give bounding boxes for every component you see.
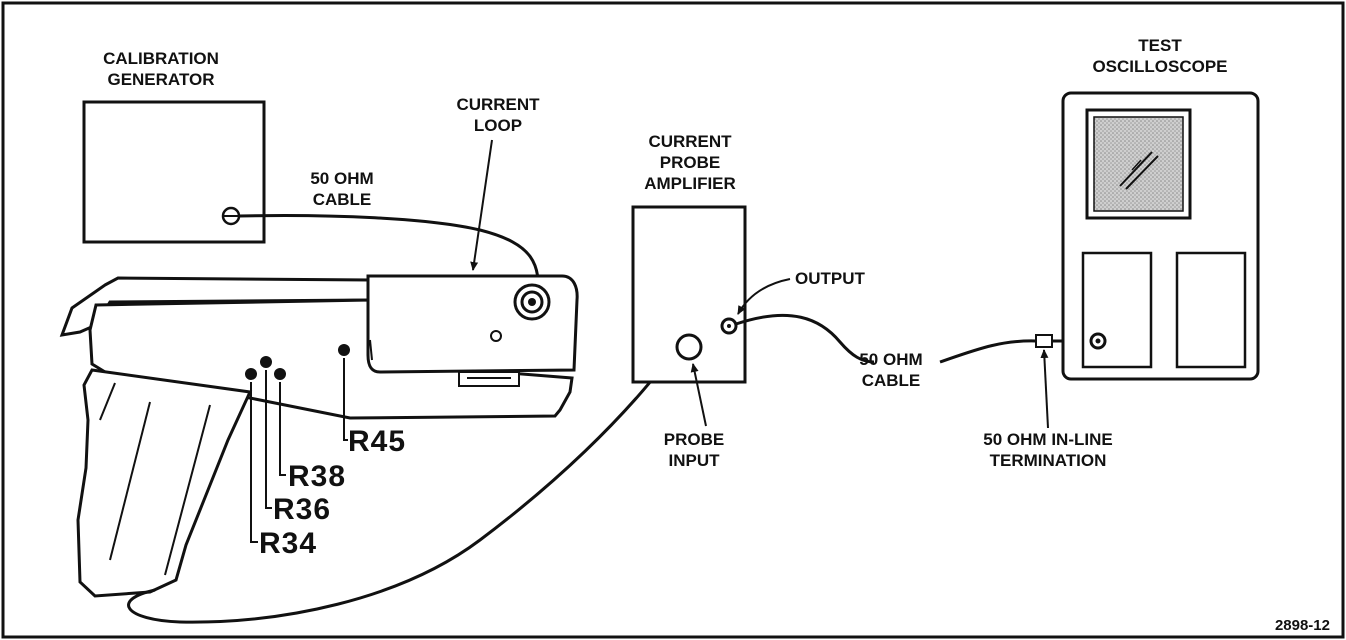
probe-screw — [490, 330, 502, 342]
r34-label: R34 — [259, 527, 317, 560]
r34-adjustment — [245, 368, 257, 380]
current-probe-amplifier-label-line3: AMPLIFIER — [644, 174, 736, 193]
r36-adjustment — [260, 356, 272, 368]
calibration-generator-label-line2: GENERATOR — [107, 70, 214, 89]
cable-50-ohm-top-label: 50 OHM CABLE — [310, 169, 373, 209]
test-oscilloscope-label-line2: OSCILLOSCOPE — [1092, 57, 1227, 76]
termination-label: 50 OHM IN-LINE TERMINATION — [983, 430, 1112, 470]
current-probe-amplifier-label-line1: CURRENT — [648, 132, 732, 151]
current-loop-arrow — [470, 139, 493, 271]
termination-label-line1: 50 OHM IN-LINE — [983, 430, 1112, 449]
calibration-generator-label: CALIBRATION GENERATOR — [103, 49, 219, 89]
calibration-generator-label-line1: CALIBRATION — [103, 49, 219, 68]
probe-input-label: PROBE INPUT — [664, 430, 724, 470]
test-oscilloscope-label-line1: TEST — [1138, 36, 1182, 55]
probe-input-arrow — [690, 363, 707, 427]
r38-label: R38 — [288, 460, 346, 493]
r36-leader — [265, 370, 272, 509]
output-label: OUTPUT — [795, 269, 866, 288]
test-oscilloscope-label: TEST OSCILLOSCOPE — [1092, 36, 1227, 76]
current-probe — [59, 274, 579, 598]
oscilloscope-screen — [1093, 116, 1184, 212]
cable-50-ohm-top-label-line2: CABLE — [313, 190, 372, 209]
cable-amplifier-to-oscilloscope — [735, 313, 1037, 364]
r34-leader — [250, 382, 258, 543]
current-loop-label: CURRENT LOOP — [456, 95, 540, 135]
r36-label: R36 — [273, 493, 331, 526]
current-probe-amplifier-label-line2: PROBE — [660, 153, 720, 172]
termination-arrow — [1040, 349, 1049, 429]
cable-50-ohm-right-label-line1: 50 OHM — [859, 350, 922, 369]
r45-label: R45 — [348, 425, 406, 458]
r38-adjustment — [274, 368, 286, 380]
r38-leader — [279, 382, 286, 476]
plug-in-compartment-left — [1081, 251, 1153, 369]
probe-input-connector — [675, 333, 703, 361]
figure-number: 2898-12 — [1275, 617, 1330, 634]
screen-waveform — [1119, 151, 1159, 190]
plug-in-compartment-right — [1175, 251, 1247, 369]
in-line-termination — [1035, 334, 1053, 348]
r45-adjustment — [338, 344, 350, 356]
output-arrow — [737, 278, 791, 315]
cable-50-ohm-right-label-line2: CABLE — [862, 371, 921, 390]
probe-input-label-line2: INPUT — [669, 451, 721, 470]
r45-leader — [343, 358, 348, 441]
cable-generator-to-loop — [238, 214, 540, 299]
current-probe-amplifier-label: CURRENT PROBE AMPLIFIER — [644, 132, 736, 193]
cable-50-ohm-top-label-line1: 50 OHM — [310, 169, 373, 188]
current-loop-label-line2: LOOP — [474, 116, 522, 135]
termination-label-line2: TERMINATION — [990, 451, 1107, 470]
cable-50-ohm-right-label: 50 OHM CABLE — [859, 350, 922, 390]
probe-handle — [76, 368, 253, 598]
probe-input-label-line1: PROBE — [664, 430, 724, 449]
current-loop-label-line1: CURRENT — [456, 95, 540, 114]
